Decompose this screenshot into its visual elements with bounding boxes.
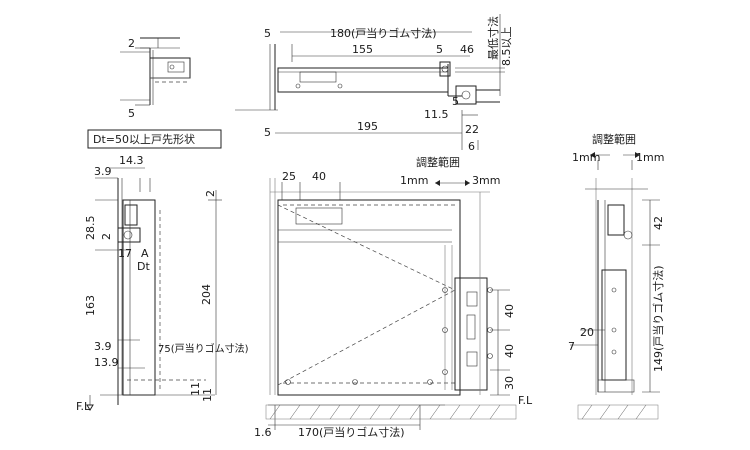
dim-Dt: Dt <box>137 260 150 273</box>
dim-11-b: 11 <box>201 388 214 402</box>
dt-note-box <box>87 129 222 149</box>
dim-42: 42 <box>652 216 665 230</box>
plan-view-top <box>235 14 505 150</box>
dim-6: 6 <box>468 140 475 153</box>
dim-46: 46 <box>460 43 474 56</box>
adj-range-mid-right: 3mm <box>472 174 500 187</box>
floor-hatch-mid <box>265 404 517 420</box>
dim-40-r1: 40 <box>503 304 516 318</box>
adj-range-mid-left: 1mm <box>400 174 428 187</box>
dim-2-side2: 2 <box>100 233 113 240</box>
dim-155: 155 <box>352 43 373 56</box>
dt-note-text: Dt=50以上戸先形状 <box>93 132 195 146</box>
adj-range-right-left: 1mm <box>572 151 600 164</box>
dim-7: 7 <box>568 340 575 353</box>
adj-range-right-title: 調整範囲 <box>592 132 636 146</box>
dim-5-plan-bottom: 5 <box>264 126 271 139</box>
dim-20: 20 <box>580 326 594 339</box>
dim-14-3: 14.3 <box>119 154 144 167</box>
left-side-elevation <box>86 167 222 411</box>
dim-28-5: 28.5 <box>84 216 97 241</box>
dim-30: 30 <box>503 376 516 390</box>
dim-5-mid: 5 <box>436 43 443 56</box>
dim-3-9-top: 3.9 <box>94 165 112 178</box>
detail-top-left-section <box>120 37 191 106</box>
dim-2-top: 2 <box>128 37 135 50</box>
adj-range-mid-title: 調整範囲 <box>416 155 460 169</box>
dim-minimum-label: 最低寸法 <box>486 16 500 60</box>
dim-A: A <box>141 247 149 260</box>
dim-40-r2: 40 <box>503 344 516 358</box>
dim-204: 204 <box>200 284 213 305</box>
floor-hatch-right <box>577 404 659 420</box>
dim-40-top: 40 <box>312 170 326 183</box>
dim-5-left: 5 <box>128 107 135 120</box>
dim-13-9: 13.9 <box>94 356 119 369</box>
dim-1-6: 1.6 <box>254 426 272 439</box>
dim-8-5-ijo: 8.5以上 <box>500 27 513 67</box>
dim-163: 163 <box>84 295 97 316</box>
dim-170-gom: 170(戸当りゴム寸法) <box>298 425 405 439</box>
adj-range-right-right: 1mm <box>636 151 664 164</box>
dim-25: 25 <box>282 170 296 183</box>
dim-11-a: 11 <box>189 382 202 396</box>
dim-5-plan: 5 <box>264 27 271 40</box>
front-elevation <box>268 178 510 406</box>
dim-149-gom: 149(戸当りゴム寸法) <box>651 265 665 372</box>
dim-11-5: 11.5 <box>424 108 449 121</box>
dim-180-gom: 180(戸当りゴム寸法) <box>330 26 437 40</box>
dim-3-9-bot: 3.9 <box>94 340 112 353</box>
dim-22: 22 <box>465 123 479 136</box>
dim-75-gom: 75(戸当りゴム寸法) <box>158 342 249 355</box>
right-side-elevation <box>570 152 660 395</box>
dim-17: 17 <box>118 247 132 260</box>
dim-2-side: 2 <box>204 190 217 197</box>
dim-5-mid2: 5 <box>452 95 459 108</box>
fl-label-left: F.L <box>76 400 91 413</box>
fl-label-mid: F.L <box>518 394 533 407</box>
dim-195: 195 <box>357 120 378 133</box>
